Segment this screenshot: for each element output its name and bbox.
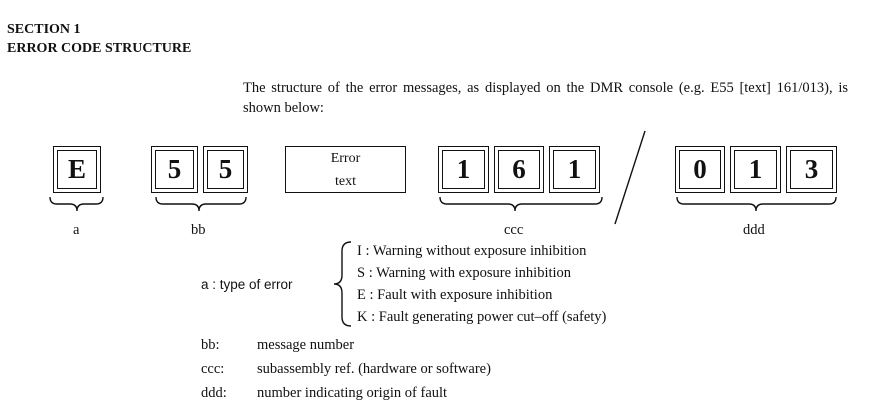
digit-char: 3 — [804, 154, 819, 184]
digit-box-ddd-3: 3 — [786, 146, 837, 193]
digit-box-a: E — [53, 146, 101, 193]
label-ccc: ccc — [504, 222, 524, 238]
brace-a — [49, 196, 104, 212]
type-item-k: K : Fault generating power cut–off (safe… — [357, 309, 607, 325]
type-of-error-label: a : type of error — [201, 277, 293, 292]
digit-box-ddd-1: 0 — [675, 146, 725, 193]
digit-char: 1 — [748, 154, 763, 184]
section-title: ERROR CODE STRUCTURE — [7, 41, 192, 56]
digit-box-ccc-3: 1 — [549, 146, 600, 193]
definition-value: message number — [257, 337, 355, 353]
digit-box-bb-2: 5 — [203, 146, 248, 193]
intro-paragraph: The structure of the error messages, as … — [243, 80, 848, 116]
definition-key: ccc: — [201, 361, 225, 377]
error-text-box: Error text — [285, 146, 406, 193]
brace-bb — [155, 196, 247, 212]
type-of-error-brace — [333, 241, 352, 327]
type-item-i: I : Warning without exposure inhibition — [357, 243, 587, 259]
error-text-line1: Error — [330, 150, 361, 166]
type-of-error-list: I : Warning without exposure inhibition … — [357, 242, 606, 330]
label-ddd: ddd — [743, 222, 765, 238]
definition-value: number indicating origin of fault — [257, 385, 448, 401]
label-bb: bb — [191, 222, 206, 238]
slash-line — [614, 130, 646, 225]
digit-box-bb-1: 5 — [151, 146, 198, 193]
type-item-e: E : Fault with exposure inhibition — [357, 287, 553, 303]
digit-char: 0 — [693, 154, 707, 184]
digit-char: 1 — [567, 154, 582, 184]
label-a: a — [73, 222, 80, 238]
error-text-line2: text — [334, 173, 356, 189]
digit-char: 5 — [218, 154, 233, 184]
digit-box-ccc-1: 1 — [438, 146, 489, 193]
brace-ccc — [439, 196, 603, 212]
digit-char: 1 — [456, 154, 471, 184]
digit-char: E — [67, 154, 86, 184]
digit-char: 6 — [512, 154, 526, 184]
brace-ddd — [676, 196, 837, 212]
type-item-s: S : Warning with exposure inhibition — [357, 265, 572, 281]
digit-box-ccc-2: 6 — [494, 146, 544, 193]
digit-char: 5 — [167, 154, 182, 184]
definition-key: ddd: — [201, 385, 227, 401]
digit-box-ddd-2: 1 — [730, 146, 781, 193]
section-number: SECTION 1 — [7, 22, 81, 37]
definition-value: subassembly ref. (hardware or software) — [257, 361, 491, 377]
definition-key: bb: — [201, 337, 220, 353]
